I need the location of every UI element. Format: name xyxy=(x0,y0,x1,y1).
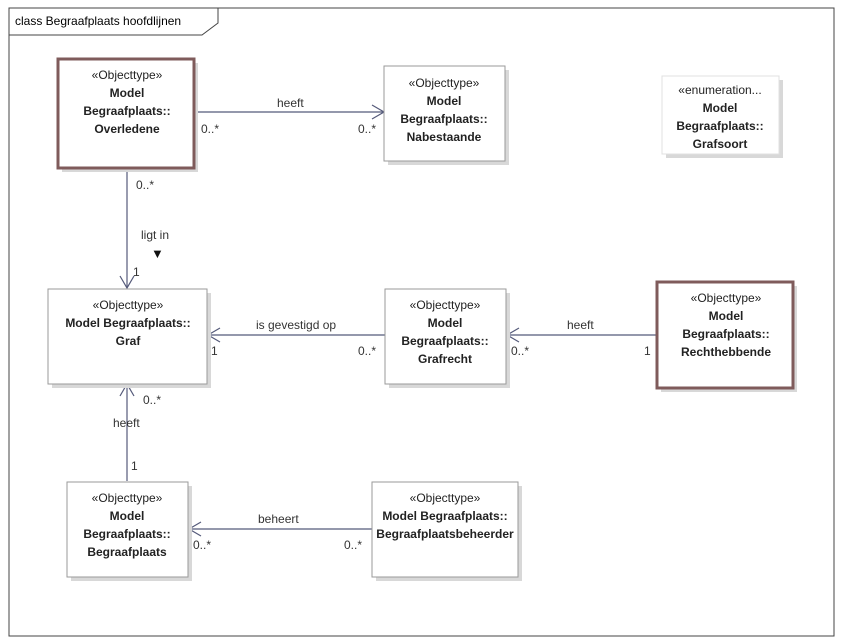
target-multiplicity: 0..* xyxy=(511,344,529,358)
target-multiplicity: 0..* xyxy=(193,538,211,552)
class-grafrecht[interactable]: «Objecttype» Model Begraafplaats:: Grafr… xyxy=(384,288,510,388)
class-name-line: Nabestaande xyxy=(407,130,482,144)
assoc-begraafplaats-graf[interactable]: 0..* heeft 1 xyxy=(113,382,161,481)
source-multiplicity: 0..* xyxy=(344,538,362,552)
assoc-overledene-graf[interactable]: 0..* ligt in ▼ 1 xyxy=(119,171,169,290)
class-name-line: Begraafplaats:: xyxy=(676,119,763,133)
class-name-line: Model xyxy=(427,94,462,108)
arrowhead-icon xyxy=(119,275,135,290)
assoc-label: ligt in xyxy=(141,228,169,242)
class-name-line: Begraafplaats:: xyxy=(83,104,170,118)
class-rechthebbende[interactable]: «Objecttype» Model Begraafplaats:: Recht… xyxy=(655,280,797,392)
class-stereotype: «enumeration... xyxy=(678,83,761,97)
class-name-line: Begraafplaats:: xyxy=(401,334,488,348)
direction-triangle-icon: ▼ xyxy=(151,246,164,261)
class-name-line: Grafsoort xyxy=(693,137,748,151)
source-multiplicity: 0..* xyxy=(136,178,154,192)
enum-grafsoort[interactable]: «enumeration... Model Begraafplaats:: Gr… xyxy=(661,75,783,158)
class-stereotype: «Objecttype» xyxy=(92,68,163,82)
class-nabestaande[interactable]: «Objecttype» Model Begraafplaats:: Nabes… xyxy=(383,65,509,165)
class-name-line: Overledene xyxy=(94,122,160,136)
diagram-title: class Begraafplaats hoofdlijnen xyxy=(15,14,181,28)
assoc-label: heeft xyxy=(277,96,304,110)
class-begraafplaats[interactable]: «Objecttype» Model Begraafplaats:: Begra… xyxy=(66,481,192,581)
class-name-line: Rechthebbende xyxy=(681,345,771,359)
source-multiplicity: 1 xyxy=(131,459,138,473)
class-name-line: Model Begraafplaats:: xyxy=(65,316,190,330)
class-stereotype: «Objecttype» xyxy=(409,76,480,90)
class-name-line: Model xyxy=(703,101,738,115)
class-name-line: Begraafplaats:: xyxy=(83,527,170,541)
assoc-label: heeft xyxy=(567,318,594,332)
target-multiplicity: 1 xyxy=(133,265,140,279)
class-stereotype: «Objecttype» xyxy=(691,291,762,305)
class-stereotype: «Objecttype» xyxy=(93,298,164,312)
target-multiplicity: 0..* xyxy=(358,122,376,136)
class-stereotype: «Objecttype» xyxy=(92,491,163,505)
target-multiplicity: 1 xyxy=(211,344,218,358)
class-name-line: Begraafplaats xyxy=(87,545,167,559)
source-multiplicity: 0..* xyxy=(358,344,376,358)
class-begraafplaatsbeheerder[interactable]: «Objecttype» Model Begraafplaats:: Begra… xyxy=(371,481,522,581)
class-stereotype: «Objecttype» xyxy=(410,491,481,505)
target-multiplicity: 0..* xyxy=(143,393,161,407)
class-stereotype: «Objecttype» xyxy=(410,298,481,312)
class-name-line: Model xyxy=(110,86,145,100)
frame-title-tab xyxy=(8,7,219,36)
assoc-label: beheert xyxy=(258,512,299,526)
source-multiplicity: 1 xyxy=(644,344,651,358)
class-name-line: Begraafplaats:: xyxy=(682,327,769,341)
class-name-line: Graf xyxy=(116,334,142,348)
class-name-line: Begraafplaats:: xyxy=(400,112,487,126)
assoc-label: is gevestigd op xyxy=(256,318,336,332)
class-overledene[interactable]: «Objecttype» Model Begraafplaats:: Overl… xyxy=(56,57,198,172)
class-name-line: Model xyxy=(428,316,463,330)
assoc-label: heeft xyxy=(113,416,140,430)
class-name-line: Begraafplaatsbeheerder xyxy=(376,527,514,541)
class-name-line: Grafrecht xyxy=(418,352,472,366)
assoc-overledene-nabestaande[interactable]: heeft 0..* 0..* xyxy=(197,96,386,136)
class-name-line: Model xyxy=(709,309,744,323)
class-name-line: Model xyxy=(110,509,145,523)
class-graf[interactable]: «Objecttype» Model Begraafplaats:: Graf xyxy=(47,288,211,388)
assoc-beheerder-begraafplaats[interactable]: beheert 0..* 0..* xyxy=(187,512,372,552)
source-multiplicity: 0..* xyxy=(201,122,219,136)
assoc-rechthebbende-grafrecht[interactable]: heeft 0..* 1 xyxy=(505,318,657,358)
class-name-line: Model Begraafplaats:: xyxy=(382,509,507,523)
